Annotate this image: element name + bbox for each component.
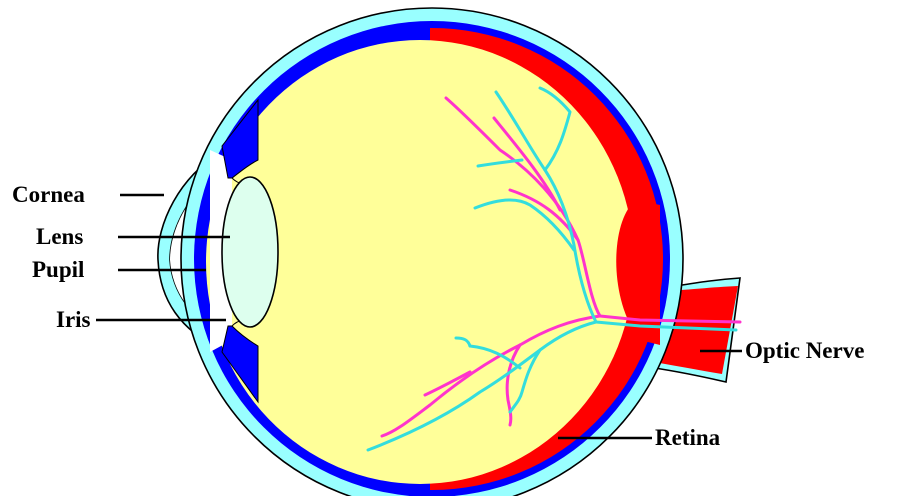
label-optic-nerve: Optic Nerve [745, 338, 864, 363]
lens [222, 177, 278, 327]
label-pupil: Pupil [32, 257, 84, 282]
label-cornea: Cornea [12, 182, 85, 207]
label-retina: Retina [655, 425, 721, 450]
label-iris: Iris [56, 307, 91, 332]
label-lens: Lens [36, 224, 83, 249]
